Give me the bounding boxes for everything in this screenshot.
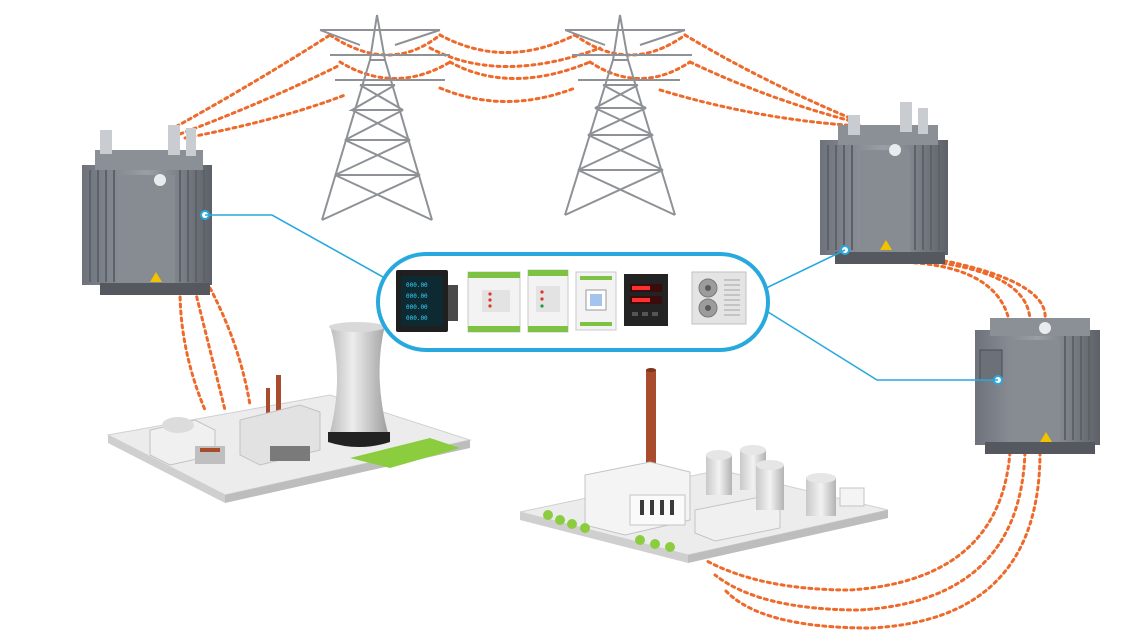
transformer-top-right	[820, 102, 948, 264]
din-rail-meter	[575, 271, 617, 331]
transformer-bottom-right	[975, 318, 1100, 454]
multifunction-meter: 000.00 000.00 000.00 000.00	[396, 270, 458, 332]
power-lines	[168, 33, 1047, 630]
tower-right	[564, 14, 692, 216]
svg-text:000.00: 000.00	[406, 282, 428, 289]
tower-left	[319, 14, 450, 221]
din-rail-module-2	[527, 269, 569, 333]
device-panel: 000.00 000.00 000.00 000.00	[376, 252, 770, 352]
transformer-top-left	[82, 125, 212, 295]
svg-text:000.00: 000.00	[406, 304, 428, 311]
svg-text:000.00: 000.00	[406, 293, 428, 300]
connector-lines	[205, 214, 998, 381]
digital-controller	[624, 274, 668, 326]
din-rail-module-1	[467, 271, 521, 333]
factory	[519, 368, 889, 563]
svg-text:000.00: 000.00	[406, 315, 428, 322]
cooling-unit	[691, 271, 747, 325]
nuclear-plant	[106, 322, 472, 503]
